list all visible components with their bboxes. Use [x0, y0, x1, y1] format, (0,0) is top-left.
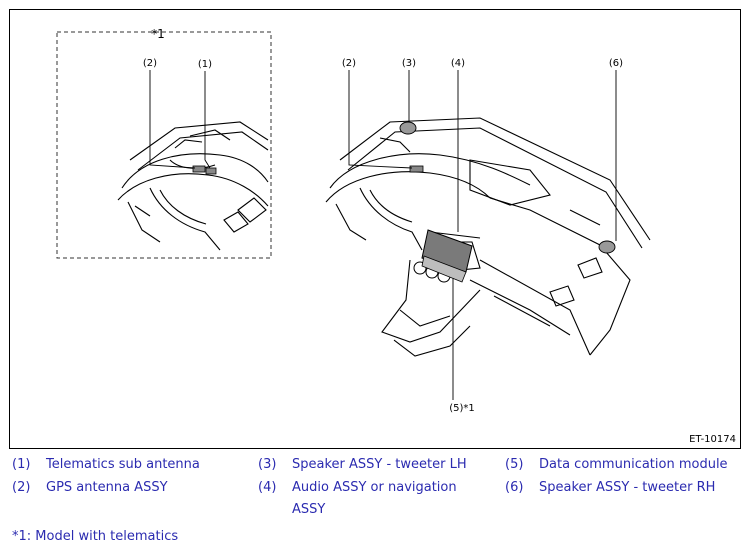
main-gps-antenna: [409, 165, 424, 173]
tweeter-rh: [598, 240, 616, 254]
main-dashboard-sketch: [325, 117, 651, 357]
inset-callout-1: (1): [198, 59, 212, 70]
inset-dashboard-sketch: [117, 121, 269, 251]
main-callout-2: (2): [342, 58, 356, 69]
main-callout-5: (5)*1: [449, 403, 475, 414]
inset-telematics-antenna: [205, 167, 217, 175]
main-callout-3: (3): [402, 58, 416, 69]
inset-callout-2: (2): [143, 58, 157, 69]
dashboard-illustration: *1 (2) (1) (2) (3) (4): [56, 27, 651, 414]
footnote: *1: Model with telematics: [12, 529, 179, 544]
main-leader-lines: [348, 70, 617, 400]
inset-note-marker: *1: [151, 27, 165, 41]
inset-gps-antenna: [192, 165, 206, 173]
main-callout-4: (4): [451, 58, 465, 69]
diagram-frame: *1 (2) (1) (2) (3) (4): [9, 9, 741, 449]
inset-dashed-box: [56, 31, 272, 259]
data-communication-module: [421, 255, 467, 283]
tweeter-lh: [399, 121, 417, 135]
figure-code: ET-10174: [689, 434, 736, 445]
inset-leader-lines: [149, 70, 211, 169]
main-callout-6: (6): [609, 58, 623, 69]
